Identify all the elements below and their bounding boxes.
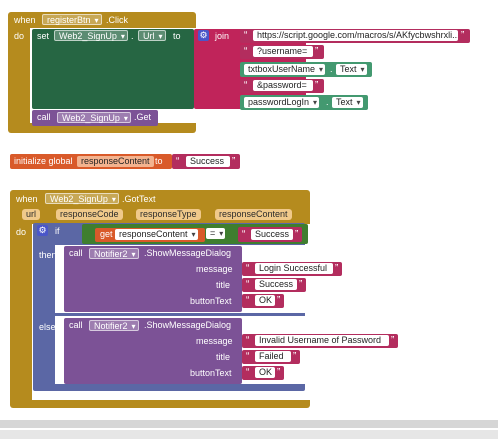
dot-label: . xyxy=(326,97,329,107)
notifier-dropdown[interactable]: Notifier2 xyxy=(89,320,139,332)
call-keyword: call xyxy=(69,248,83,258)
password-login-text-block[interactable]: passwordLogIn . Text xyxy=(240,95,368,110)
password-text-field[interactable]: &password= xyxy=(253,80,313,91)
text-invalid-block[interactable]: “ Invalid Username of Password ” xyxy=(242,334,398,348)
text-ok-else-block[interactable]: “ OK ” xyxy=(242,366,284,380)
dot-label: . xyxy=(131,31,134,41)
responsecontent-var-field[interactable]: responseContent xyxy=(77,156,154,167)
call-keyword: call xyxy=(69,320,83,330)
gottext-event-label: .GotText xyxy=(122,194,156,204)
to-keyword: to xyxy=(155,156,163,166)
call-keyword: call xyxy=(37,112,51,122)
join-keyword: join xyxy=(215,31,230,41)
click-event-label: .Click xyxy=(106,15,128,25)
horizontal-scrollbar[interactable] xyxy=(0,420,498,428)
responsecontent-var-dropdown[interactable]: responseContent xyxy=(115,229,198,240)
text-property-dropdown[interactable]: Text xyxy=(332,97,363,108)
set-keyword: set xyxy=(37,31,50,41)
showmessagedialog-label: .ShowMessageDialog xyxy=(144,320,232,330)
title-arg-label: title xyxy=(216,352,231,362)
dot-label: . xyxy=(330,64,333,74)
title-arg-label: title xyxy=(216,280,231,290)
text-ok-then-block[interactable]: “ OK ” xyxy=(242,294,284,308)
password-login-dropdown[interactable]: passwordLogIn xyxy=(244,97,320,108)
when-keyword: when xyxy=(14,15,36,25)
url-text-field[interactable]: https://script.google.com/macros/s/AKfyc… xyxy=(253,30,458,41)
ok-else-field[interactable]: OK xyxy=(255,367,275,378)
get-keyword: get xyxy=(100,229,113,239)
do-keyword: do xyxy=(14,31,25,41)
when-keyword: when xyxy=(16,194,38,204)
if-keyword: if xyxy=(55,226,60,236)
success-text-field[interactable]: Success xyxy=(186,156,230,167)
ok-then-field[interactable]: OK xyxy=(255,295,275,306)
url-property-dropdown[interactable]: Url xyxy=(138,30,166,42)
equals-operator-dropdown[interactable]: = xyxy=(206,228,226,239)
login-successful-field[interactable]: Login Successful xyxy=(255,263,333,274)
text-failed-title-block[interactable]: “ Failed ” xyxy=(242,350,300,364)
get-variable-block[interactable]: get responseContent xyxy=(95,228,205,242)
text-username-block[interactable]: “ ?username= ” xyxy=(240,45,324,59)
text-success-global-block[interactable]: “ Success ” xyxy=(172,154,240,169)
to-keyword: to xyxy=(173,31,181,41)
text-login-successful-block[interactable]: “ Login Successful ” xyxy=(242,262,342,276)
txtbox-username-dropdown[interactable]: txtboxUserName xyxy=(244,64,326,75)
gear-icon[interactable]: ⚙ xyxy=(198,30,209,41)
web-signup-dropdown[interactable]: Web2_SignUp xyxy=(54,30,128,42)
success-compare-field[interactable]: Success xyxy=(251,229,293,240)
call-showmessagedialog-then[interactable]: call Notifier2 .ShowMessageDialog messag… xyxy=(64,246,242,312)
showmessagedialog-label: .ShowMessageDialog xyxy=(144,248,232,258)
web-signup-dropdown[interactable]: Web2_SignUp xyxy=(45,193,119,205)
buttontext-arg-label: buttonText xyxy=(190,296,232,306)
set-url-block[interactable]: set Web2_SignUp . Url to xyxy=(32,29,194,109)
then-keyword: then xyxy=(39,250,57,260)
call-get-block[interactable]: call Web2_SignUp .Get xyxy=(32,110,158,126)
get-method-label: .Get xyxy=(134,112,152,122)
param-url[interactable]: url xyxy=(22,209,41,220)
initialize-global-block[interactable]: initialize global responseContent to xyxy=(10,154,172,169)
buttontext-arg-label: buttonText xyxy=(190,368,232,378)
web-signup-dropdown[interactable]: Web2_SignUp xyxy=(57,112,131,124)
param-responsetype[interactable]: responseType xyxy=(136,209,201,220)
text-success-compare-block[interactable]: “ Success ” xyxy=(238,227,302,242)
text-url-block[interactable]: “ https://script.google.com/macros/s/AKf… xyxy=(240,29,470,43)
else-keyword: else xyxy=(39,322,56,332)
text-property-dropdown[interactable]: Text xyxy=(336,64,367,75)
username-text-field[interactable]: ?username= xyxy=(253,46,313,57)
param-responsecontent[interactable]: responseContent xyxy=(215,209,292,220)
failed-title-field[interactable]: Failed xyxy=(255,351,291,362)
do-keyword: do xyxy=(16,227,27,237)
txtbox-username-text-block[interactable]: txtboxUserName . Text xyxy=(240,62,372,77)
text-password-block[interactable]: “ &password= ” xyxy=(240,79,324,93)
notifier-dropdown[interactable]: Notifier2 xyxy=(89,248,139,260)
invalid-message-field[interactable]: Invalid Username of Password xyxy=(255,335,389,346)
success-title-field[interactable]: Success xyxy=(255,279,297,290)
gear-icon[interactable]: ⚙ xyxy=(37,225,48,236)
workspace-footer xyxy=(0,430,498,439)
message-arg-label: message xyxy=(196,264,233,274)
register-btn-dropdown[interactable]: registerBtn xyxy=(42,14,102,26)
message-arg-label: message xyxy=(196,336,233,346)
param-responsecode[interactable]: responseCode xyxy=(56,209,123,220)
text-success-title-block[interactable]: “ Success ” xyxy=(242,278,306,292)
call-showmessagedialog-else[interactable]: call Notifier2 .ShowMessageDialog messag… xyxy=(64,318,242,384)
initialize-global-label: initialize global xyxy=(14,156,73,166)
